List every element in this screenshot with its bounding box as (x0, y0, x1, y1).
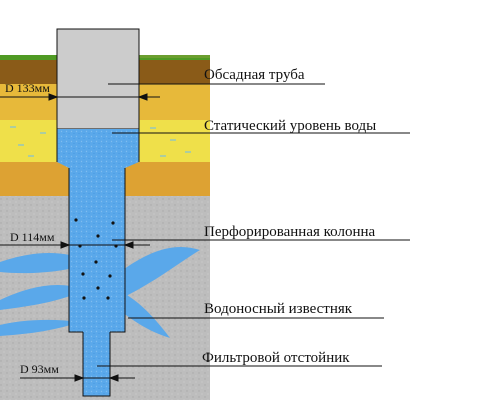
dim-label-casing: D 133мм (5, 81, 50, 95)
dimension-perforated (0, 241, 150, 249)
dimension-sump (20, 374, 135, 382)
dimension-casing (0, 93, 160, 101)
label-static-level: Статический уровень воды (204, 118, 376, 134)
perforated-column (68, 168, 83, 333)
topsoil-strip (138, 55, 210, 58)
casing-pipe (56, 28, 140, 130)
wet-sand-dashes (10, 126, 191, 157)
label-casing: Обсадная труба (204, 67, 305, 83)
well-water-column (57, 129, 139, 396)
leader-lines (97, 83, 410, 367)
sump-pipe (82, 332, 111, 397)
well-outline (56, 129, 140, 397)
dim-label-sump: D 93мм (20, 362, 59, 376)
perforation-holes (74, 218, 118, 300)
dim-label-perforated: D 114мм (10, 230, 55, 244)
label-sump: Фильтровой отстойник (202, 350, 350, 366)
label-aquifer: Водоносный известняк (204, 301, 353, 317)
label-perforated: Перфорированная колонна (204, 224, 376, 240)
